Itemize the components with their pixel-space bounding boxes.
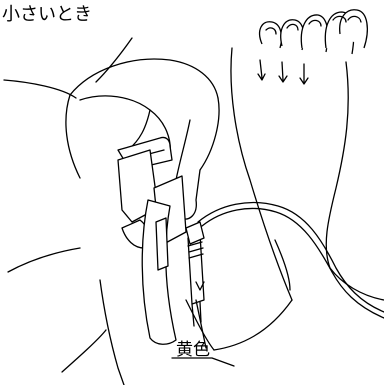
hand	[4, 38, 219, 272]
leg-lower	[62, 280, 292, 385]
clip-electrode	[118, 137, 186, 344]
callout-label-yellow: 黄色	[176, 335, 210, 360]
foot	[231, 10, 384, 300]
caption-top: 小さいとき	[2, 0, 92, 26]
